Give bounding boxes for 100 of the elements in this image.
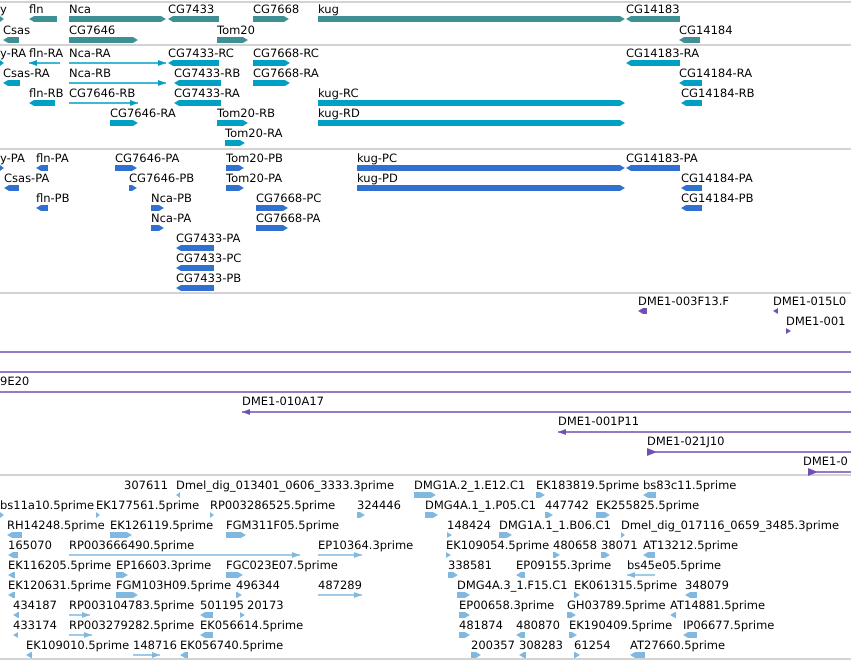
feature-label: DME1-010A17 xyxy=(242,395,324,408)
feature-label: bs11a10.5prime xyxy=(0,499,94,512)
feature-label: CG14183-PA xyxy=(626,152,698,165)
feature-label: kug-PC xyxy=(357,152,398,165)
feature-label: bs45e05.5prime xyxy=(627,559,722,572)
feature-label: CG7668-PC xyxy=(256,192,322,205)
feature-label: CG7668-RA xyxy=(253,67,319,80)
feature-label: fln xyxy=(29,3,44,16)
feature-label: y xyxy=(0,3,7,16)
feature-label: FGM311F05.5prime xyxy=(226,519,340,532)
feature-label: DME1-001P11 xyxy=(558,415,640,428)
feature-label: DMG4A.3_1.F15.C1 xyxy=(457,579,568,592)
feature-label: CG7646 xyxy=(69,24,116,37)
feature-label: 148716 xyxy=(133,639,177,652)
feature-label: fln-RA xyxy=(29,47,64,60)
feature-label: EP00658.3prime xyxy=(459,599,554,612)
feature-label: 9E20 xyxy=(0,375,30,388)
feature-label: CG7668-RC xyxy=(253,47,319,60)
feature-label: CG14184-PB xyxy=(681,192,754,205)
feature-label: CG7646-PB xyxy=(129,172,194,185)
feature-label: y-RA xyxy=(0,47,26,60)
feature-label: CG14183 xyxy=(626,3,680,16)
feature-label: Nca-PA xyxy=(151,212,192,225)
feature-label: CG14183-RA xyxy=(626,47,700,60)
feature-label: CG7433-RB xyxy=(174,67,240,80)
feature-label: DMG1A.2_1.E12.C1 xyxy=(414,479,526,492)
feature-label: CG14184 xyxy=(679,24,733,37)
feature-label: DME1-003F13.F xyxy=(638,295,729,308)
feature-label: RP003286525.5prime xyxy=(210,499,336,512)
feature-label: kug-PD xyxy=(357,172,398,185)
feature-label: DME1-021J10 xyxy=(647,435,724,448)
feature-label: DMG4A.1_1.P05.C1 xyxy=(425,499,536,512)
feature-label: Tom20-RB xyxy=(217,107,275,120)
feature-label: EK126119.5prime xyxy=(110,519,214,532)
feature-label: RP003104783.5prime xyxy=(69,599,194,612)
feature-label: bs83c11.5prime xyxy=(643,479,736,492)
feature-label: RP003666490.5prime xyxy=(69,539,194,552)
feature-label: 480870 xyxy=(516,619,560,632)
feature-label: 447742 xyxy=(545,499,589,512)
feature-label: DME1-0 xyxy=(803,455,848,468)
feature-label: Tom20-RA xyxy=(225,127,282,140)
feature-label: EK056614.5prime xyxy=(200,619,304,632)
feature-label: Dmel_dig_017116_0659_3485.3prime xyxy=(621,519,840,532)
feature-label: CG7646-PA xyxy=(115,152,180,165)
feature-label: EK183819.5prime xyxy=(536,479,640,492)
feature-label: EP16603.3prime xyxy=(116,559,212,572)
feature-label: 200357 xyxy=(471,639,515,652)
feature-label: CG14184-PA xyxy=(681,172,753,185)
feature-label: EK061315.5prime xyxy=(574,579,678,592)
feature-label: 480658 xyxy=(553,539,597,552)
feature-label: EK109010.5prime xyxy=(26,639,130,652)
feature-label: 61254 xyxy=(574,639,611,652)
feature-label: Csas xyxy=(3,24,30,37)
feature-label: kug-RD xyxy=(318,107,360,120)
feature-label: 338581 xyxy=(448,559,492,572)
feature-label: 20173 xyxy=(247,599,284,612)
feature-label: fln-PA xyxy=(36,152,69,165)
feature-label: Tom20-PB xyxy=(226,152,283,165)
feature-label: EK177561.5prime xyxy=(96,499,200,512)
feature-label: Csas-PA xyxy=(4,172,50,185)
feature-label: Tom20 xyxy=(217,24,255,37)
feature-label: FGM103H09.5prime xyxy=(116,579,232,592)
feature-label: CG7433-RA xyxy=(174,87,240,100)
feature-label: Dmel_dig_013401_0606_3333.3prime xyxy=(176,479,394,492)
feature-label: CG7646-RB xyxy=(69,87,136,100)
feature-label: 433174 xyxy=(13,619,57,632)
feature-label: CG7433-PC xyxy=(176,252,242,265)
feature-label: 481874 xyxy=(459,619,503,632)
feature-label: Nca-PB xyxy=(151,192,192,205)
feature-label: y-PA xyxy=(0,152,25,165)
feature-label: 148424 xyxy=(447,519,491,532)
feature-label: 487289 xyxy=(318,579,362,592)
feature-label: AT14881.5prime xyxy=(670,599,766,612)
feature-label: EK255825.5prime xyxy=(596,499,700,512)
feature-label: IP06677.5prime xyxy=(683,619,774,632)
feature-label: EK120631.5prime xyxy=(8,579,112,592)
feature-label: DMG1A.1_1.B06.C1 xyxy=(499,519,611,532)
feature-label: EK109054.5prime xyxy=(446,539,550,552)
feature-label: RP003279282.5prime xyxy=(69,619,194,632)
feature-label: 501195 xyxy=(200,599,244,612)
feature-label: CG7433 xyxy=(168,3,214,16)
feature-label: AT27660.5prime xyxy=(630,639,726,652)
feature-label: fln-PB xyxy=(36,192,70,205)
feature-label: EK190409.5prime xyxy=(569,619,672,632)
feature-label: EK056740.5prime xyxy=(180,639,284,652)
feature-label: Csas-RA xyxy=(3,67,50,80)
feature-label: CG7668 xyxy=(253,3,300,16)
feature-label: CG7668-PA xyxy=(256,212,320,225)
feature-label: kug-RC xyxy=(318,87,358,100)
feature-label: Nca-RA xyxy=(69,47,111,60)
feature-label: Tom20-PA xyxy=(226,172,282,185)
feature-label: CG7433-RC xyxy=(168,47,234,60)
feature-label: EP09155.3prime xyxy=(516,559,612,572)
feature-label: EK116205.5prime xyxy=(8,559,112,572)
feature-label: 496344 xyxy=(236,579,280,592)
feature-label: CG7646-RA xyxy=(110,107,176,120)
feature-label: EP10364.3prime xyxy=(318,539,414,552)
feature-label: kug xyxy=(318,3,339,16)
feature-label: GH03789.5prime xyxy=(567,599,666,612)
feature-label: 307611 xyxy=(124,479,168,492)
